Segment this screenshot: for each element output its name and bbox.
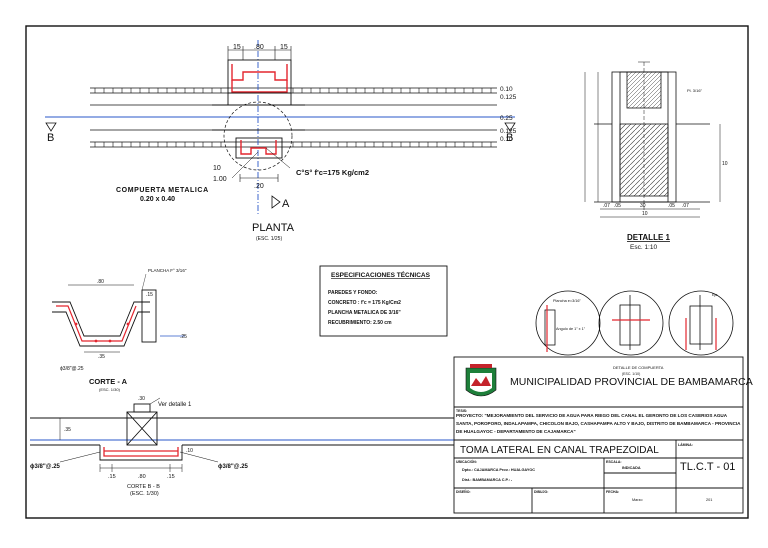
gate-detail-label-2: Angulo de 1" x 1" [556,327,586,331]
section-a-plate: PLANCHA F° 3/16" [148,268,187,273]
detail1-dim-4: .05 [668,203,675,209]
detail1-dim-5: .07 [682,203,689,209]
section-b-scale: (ESC. 1/30) [130,491,159,497]
detail-1: Pl. 3/16" .07 .05 30 .05 .07 10 10 DETAL… [584,61,728,251]
gate-detail-label-3: Eje [712,293,718,297]
field-text-2: INDICADA [622,466,641,470]
section-b-rebar [103,447,179,457]
section-b-dim-top-2: .35 [64,427,71,433]
sheet-label: LÁMINA: [678,442,693,447]
detail1-dim-right: 10 [722,161,728,167]
plan-title: PLANTA [252,222,295,234]
plan-dim-top-left: 15 [233,44,241,51]
plan-section-a: A [282,198,290,210]
detail1-dim-total: 10 [642,211,648,217]
field-text-1: Dist.: BAMBAMARCA C.P.: - [462,478,513,482]
gate-size: 0.20 x 0.40 [140,196,175,203]
plan-view: 15 .80 15 .20 0.10 0.125 0.25 0.125 0.10… [45,40,517,242]
section-a-dim-2: .35 [98,354,105,360]
plan-section-b-right: B [506,132,513,144]
section-a-scale: (ESC. 1/30) [99,387,121,392]
gate-detail: Plancha e=3/16" Angulo de 1" x 1" Eje DE… [535,290,734,376]
section-b-rebar-left: ϕ3/8"@.25 [30,464,61,470]
section-b-dim-bottom-3: .15 [167,474,175,480]
specs-line-2: CONCRETO : f'c = 175 Kg/Cm2 [328,300,401,306]
detail1-dim-2: .05 [614,203,621,209]
section-a: .80 .35 .25 .15 PLANCHA F° 3/16" ϕ3/8"@.… [52,268,187,392]
section-b-dim-bottom-1: .15 [108,474,116,480]
gate-detail-title: DETALLE DE COMPUERTA [613,365,664,370]
municipal-logo [465,364,497,397]
section-a-rebar [56,305,137,342]
plan-dim-top-mid: .80 [254,44,264,51]
plan-level-3: 0.25 [500,115,513,122]
specs-title: ESPECIFICACIONES TÉCNICAS [331,270,431,279]
plan-section-b-left: B [47,132,54,144]
concrete-note: C°S° f'c=175 Kg/cm2 [296,168,369,177]
plan-scale: (ESC. 1/25) [256,236,282,242]
detail1-dim-3: 30 [640,203,646,209]
sheet-border [25,25,749,519]
gate-detail-label-1: Plancha e=3/16" [553,299,581,303]
title-block: MUNICIPALIDAD PROVINCIAL DE BAMBAMARCA T… [453,356,753,514]
plan-level-4: 0.125 [500,128,517,135]
plan-level-2: 0.125 [500,94,517,101]
org-name: MUNICIPALIDAD PROVINCIAL DE BAMBAMARCA [510,376,753,388]
specs-line-3: PLANCHA METALICA DE 3/16" [328,310,401,316]
drawing-title: TOMA LATERAL EN CANAL TRAPEZOIDAL [460,445,659,456]
section-a-dim-4: .15 [146,292,153,298]
detail1-scale: Esc. 1:10 [630,244,657,251]
field-label-5: FECHA: [606,490,619,494]
plan-dim-left-2: 1.00 [213,176,227,183]
gate-label: COMPUERTA METALICA [116,187,209,194]
section-b-dim-bottom-2: .80 [138,474,146,480]
specs-line-1: PAREDES Y FONDO: [328,290,378,296]
plan-dim-left-1: 10 [213,165,221,172]
plan-dim-opening: .20 [254,183,264,190]
sheet-code: TL.C.T - 01 [680,461,735,473]
field-label-0: UBICACIÓN: [456,459,477,464]
section-b-dim-top-3: .10 [186,448,193,454]
section-b-title: CORTE B - B [127,484,160,490]
project-description: PROYECTO: "MEJORAMIENTO DEL SERVICIO DE … [456,413,741,434]
plan-level-5: 0.10 [500,136,513,143]
section-b-callout: Ver detalle 1 [158,402,192,408]
plan-rebar [231,64,288,155]
plan-dim-top-right: 15 [280,44,288,51]
section-b-rebar-right: ϕ3/8"@.25 [218,464,249,470]
section-a-dim-3: .25 [180,334,187,340]
field-label-2: ESCALA: [606,460,622,464]
detail1-dim-1: .07 [603,203,610,209]
section-a-title: CORTE - A [89,377,128,386]
section-b-dim-top-1: .30 [138,396,145,402]
specifications-box: ESPECIFICACIONES TÉCNICAS PAREDES Y FOND… [319,265,448,337]
field-label-3: DISEÑO: [456,489,471,494]
project-label: TESIS: [456,409,467,413]
detail1-title: DETALLE 1 [627,233,671,242]
field-text-5: Marzo [632,498,643,502]
field-text-0: Dpto.: CAJAMARCA Prov.: HUALGAYOC [462,468,535,472]
section-b: .30 .35 .10 .15 .80 .15 Ver detalle 1 ϕ3… [30,396,454,497]
gate-detail-scale: (ESC. 1/10) [622,372,640,376]
field-text-6: 201 [706,498,712,502]
detail1-note: Pl. 3/16" [687,88,703,93]
plan-level-1: 0.10 [500,86,513,93]
section-a-rebar-note: ϕ3/8"@.25 [60,366,84,372]
field-label-4: DIBUJO: [534,490,548,494]
specs-line-4: RECUBRIMIENTO: 2.50 cm [328,320,392,326]
section-a-dim-1: .80 [97,279,104,285]
detail-callout-circle [223,101,293,171]
